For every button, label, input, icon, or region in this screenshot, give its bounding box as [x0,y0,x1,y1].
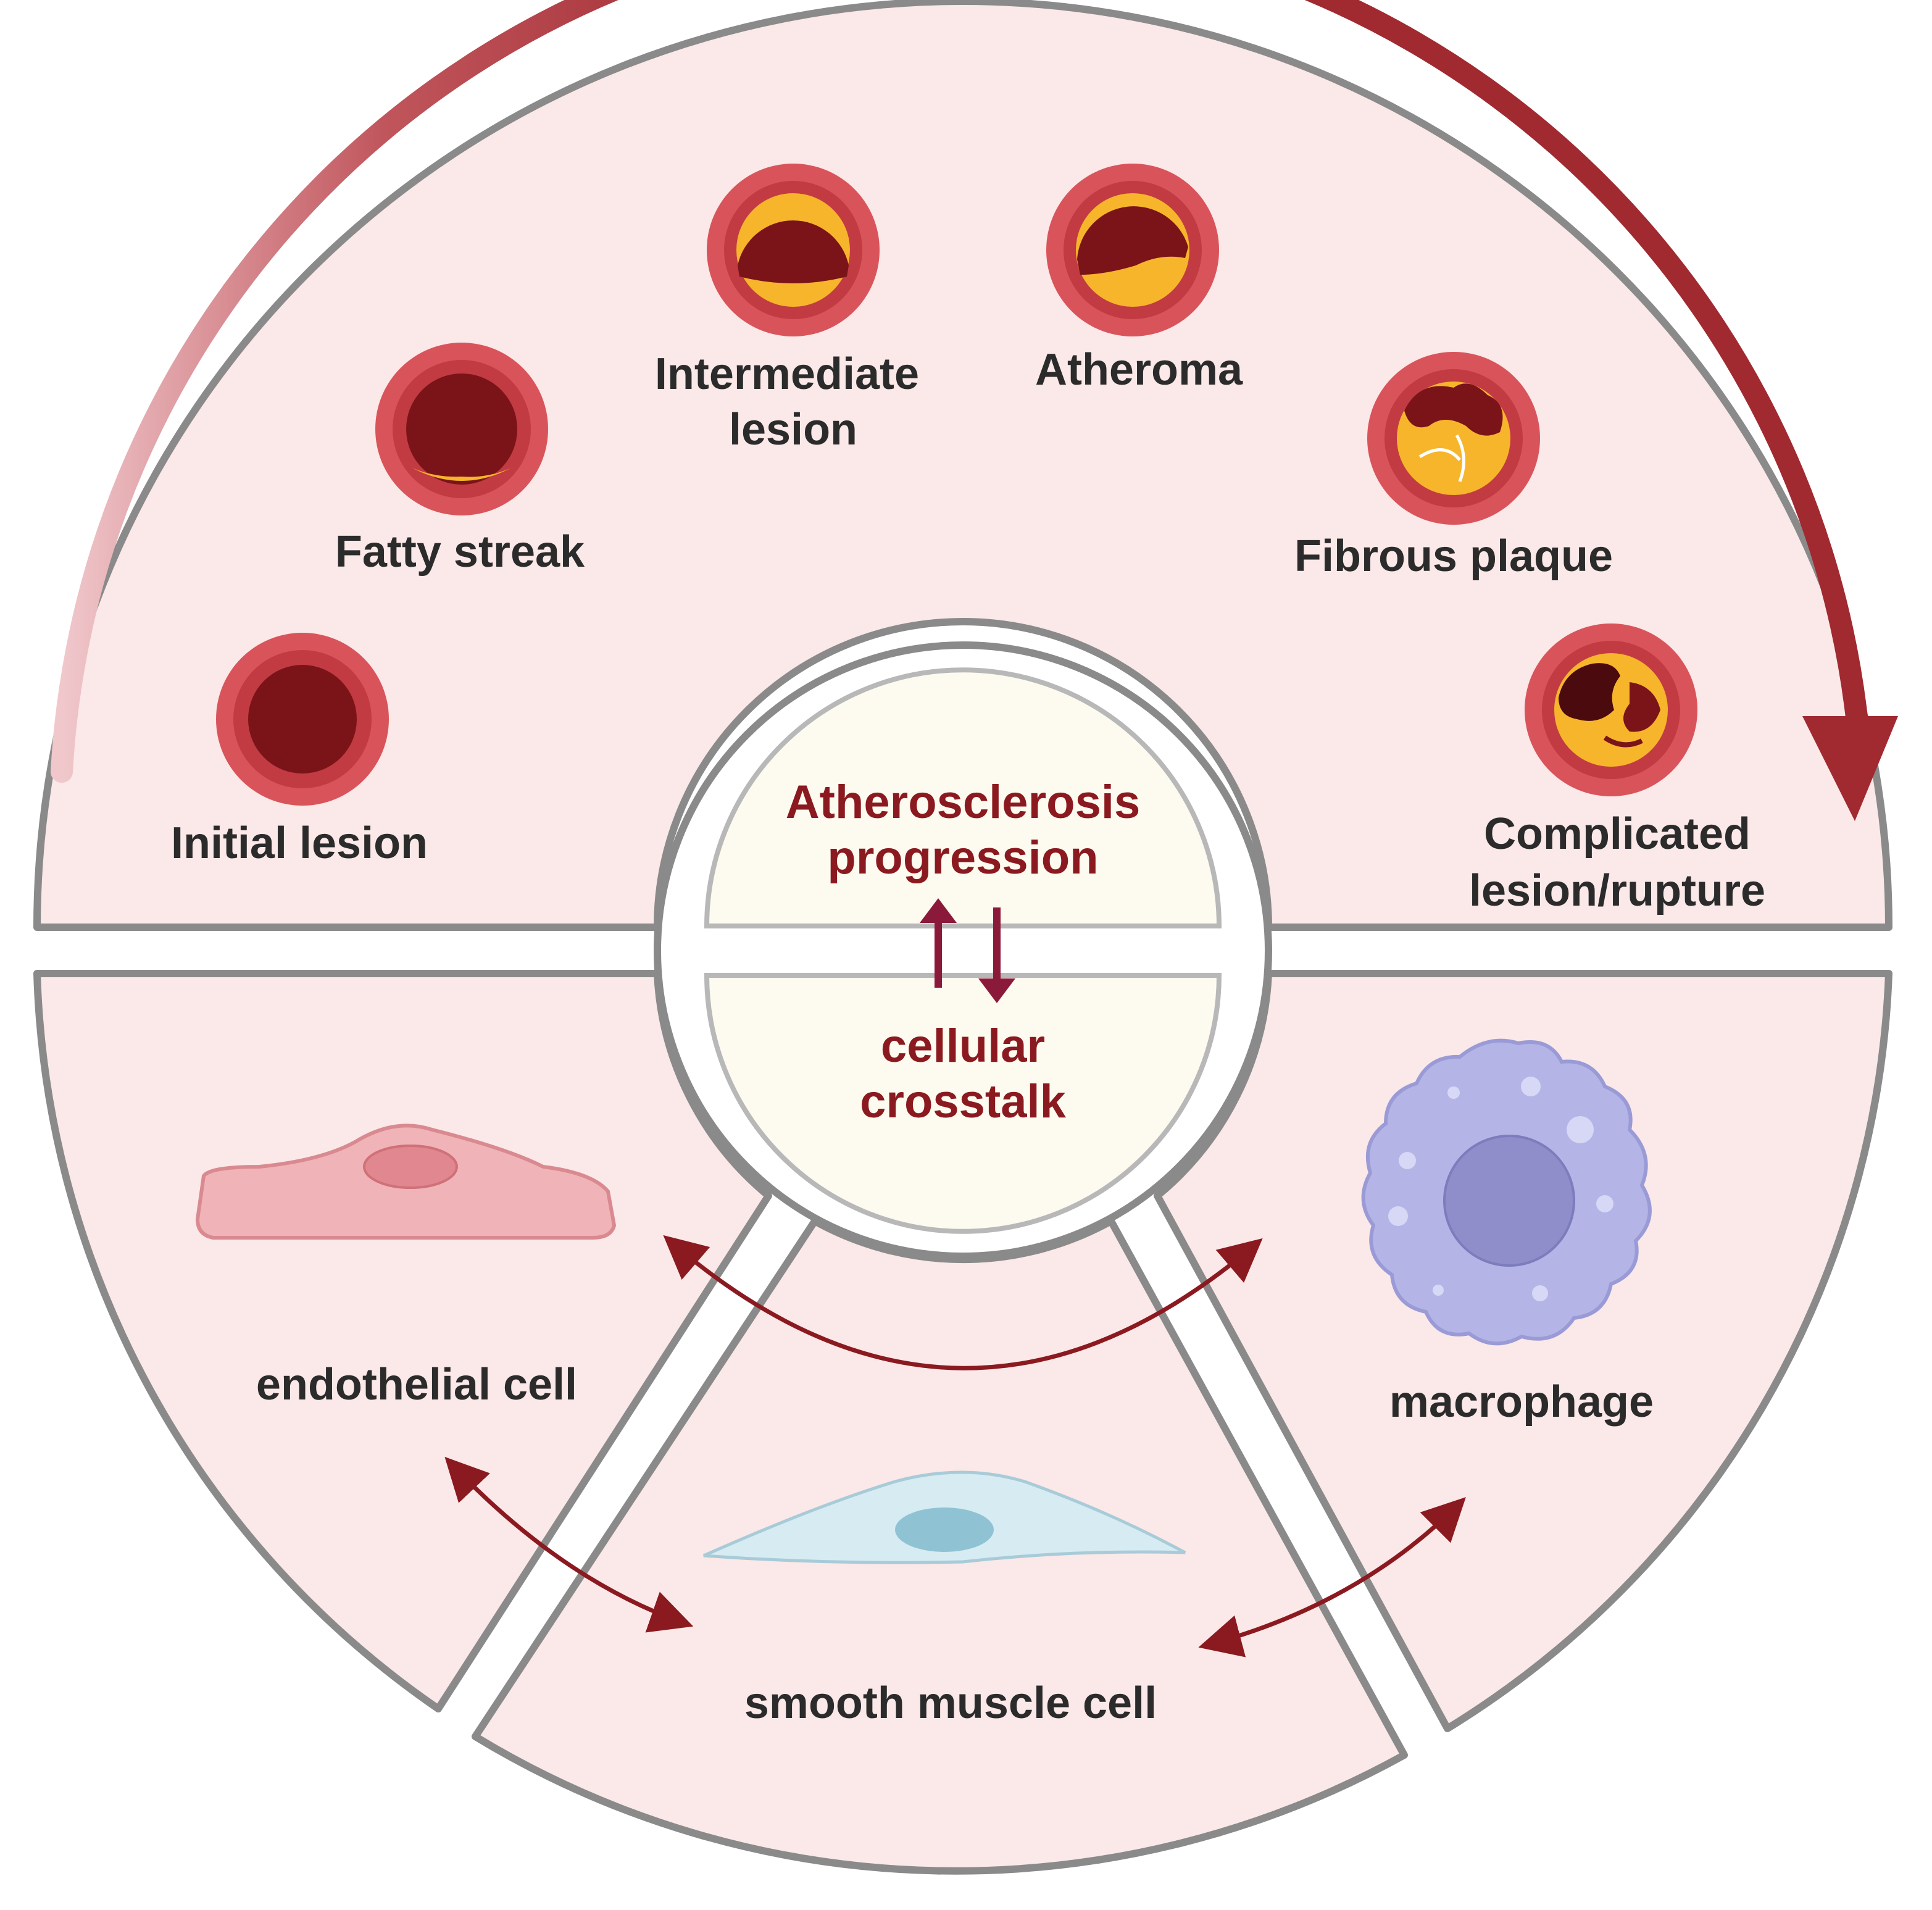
center-title-line2: progression [827,832,1098,884]
bidirectional-arrows-icon [920,898,1015,1003]
center-title-line1: Atherosclerosis [786,776,1140,828]
artery-cross-section-icon [216,633,389,806]
macrophage-panel [1154,970,1892,1732]
stage-label-line1: Complicated [1484,809,1751,859]
endothelial-macrophage-arrow-icon [663,1235,1263,1370]
center-subtitle-line1: cellular [881,1020,1045,1072]
stage-label-line2: lesion/rupture [1469,866,1765,915]
stage-label-line1: Intermediate [655,349,919,399]
artery-cross-section-icon [1367,352,1540,525]
macrophage-label: macrophage [1389,1377,1654,1427]
endothelial-panel [33,970,772,1712]
endothelial-cell-label: endothelial cell [256,1360,577,1409]
stage-complicated-lesion: Complicated lesion/rupture [1469,623,1765,915]
center-bottom-half [704,973,1222,1234]
stage-fatty-streak: Fatty streak [335,343,585,577]
artery-cross-section-icon [1525,623,1697,796]
artery-cross-section-icon [707,164,880,336]
smooth-muscle-cell-label: smooth muscle cell [744,1679,1157,1728]
smooth-muscle-cell-icon [702,1470,1186,1564]
artery-cross-section-icon [1046,164,1219,336]
center-top-half [704,667,1222,928]
stage-fibrous-plaque: Fibrous plaque [1294,352,1613,581]
stage-intermediate-lesion: Intermediate lesion [655,164,919,454]
stage-label: Atheroma [1035,345,1243,394]
stage-label: Fibrous plaque [1294,532,1613,581]
center-subtitle-line2: crosstalk [860,1075,1066,1128]
stage-initial-lesion: Initial lesion [171,633,428,868]
crosstalk-arrows [444,1235,1466,1658]
progression-arrow-icon [51,0,1898,821]
stage-atheroma: Atheroma [1035,164,1243,394]
stage-label: Initial lesion [171,819,428,868]
progression-panel [33,0,1892,931]
endothelial-cell-icon [195,1124,617,1240]
endothelial-smooth-muscle-arrow-icon [444,1456,694,1633]
macrophage-icon [1361,1038,1652,1346]
smooth-muscle-macrophage-arrow-icon [1198,1497,1466,1658]
artery-cross-section-icon [375,343,548,515]
stage-label: Fatty streak [335,527,585,577]
stage-label-line2: lesion [729,405,857,454]
